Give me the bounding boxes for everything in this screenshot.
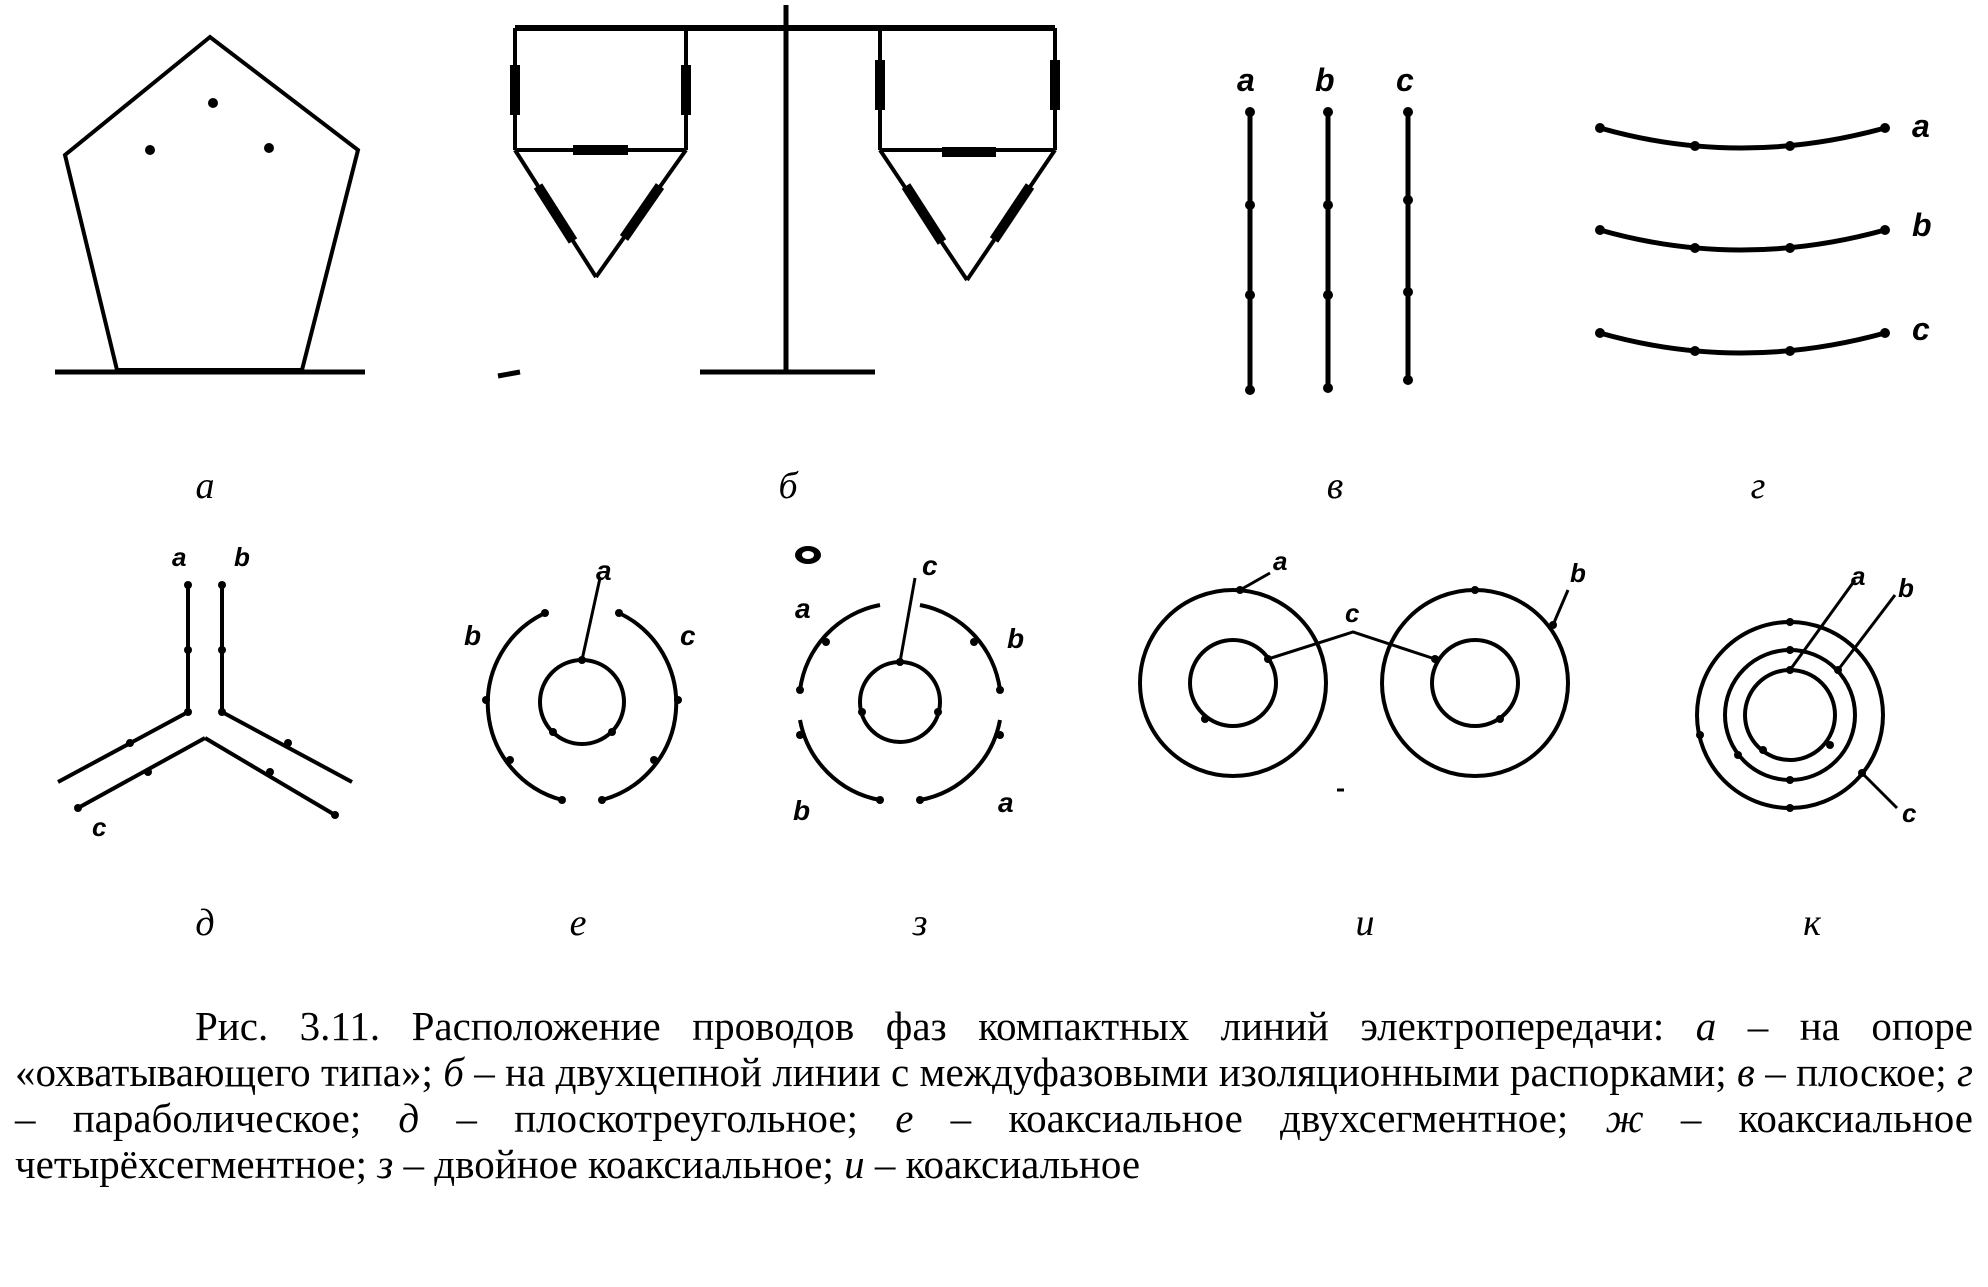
caption-text-i: – коаксиальное bbox=[864, 1141, 1141, 1187]
caption-key-g: г bbox=[1957, 1049, 1974, 1095]
panel-v-wire-a: a bbox=[1237, 62, 1255, 98]
panel-k-wire-c: c bbox=[1902, 798, 1917, 828]
panel-z-wire-a1: a bbox=[795, 593, 811, 624]
panel-e-wire-c: c bbox=[680, 620, 696, 651]
caption-key-zh: ж bbox=[1605, 1095, 1644, 1141]
panel-z-label: з bbox=[912, 902, 928, 944]
panel-z-diagram bbox=[795, 546, 1004, 804]
panel-g-label: г bbox=[1751, 465, 1766, 507]
panel-b-diagram bbox=[497, 5, 1060, 379]
panel-e-label: е bbox=[570, 902, 587, 944]
caption-key-b: б bbox=[443, 1049, 464, 1095]
caption-prefix: Рис. 3.11. Расположение проводов фаз ком… bbox=[195, 1003, 1696, 1049]
panel-g-wire-a: a bbox=[1912, 108, 1930, 144]
caption-key-a: а bbox=[1695, 1003, 1717, 1049]
panel-i-label: и bbox=[1356, 902, 1375, 944]
panel-v-wire-c: c bbox=[1396, 62, 1414, 98]
caption-text-zh: – коаксиальное четырёхсегментное; bbox=[15, 1095, 1973, 1187]
caption-key-i: и bbox=[844, 1141, 865, 1187]
figure-drawing: а б a b c bbox=[55, 5, 1932, 944]
panel-d-diagram bbox=[57, 581, 353, 819]
panel-z-wire-b1: b bbox=[1007, 623, 1024, 654]
panel-a-label: а bbox=[196, 465, 215, 507]
caption-text-g: – параболическое; bbox=[15, 1095, 399, 1141]
panel-v-label: в bbox=[1327, 465, 1344, 507]
panel-k-diagram bbox=[1695, 579, 1899, 812]
panel-a-diagram bbox=[55, 34, 365, 375]
panel-e-wire-a: a bbox=[596, 555, 612, 586]
panel-v-diagram bbox=[1245, 107, 1413, 395]
panel-g-diagram bbox=[1595, 123, 1890, 356]
panel-k-wire-b: b bbox=[1898, 573, 1914, 603]
panel-k-label: к bbox=[1803, 902, 1822, 944]
panel-d-wire-b: b bbox=[234, 542, 250, 572]
panel-k-wire-a: a bbox=[1851, 561, 1865, 591]
panel-i-wire-b: b bbox=[1570, 558, 1586, 588]
panel-d-wire-c: c bbox=[92, 812, 107, 842]
panel-i-wire-a: a bbox=[1273, 546, 1287, 576]
caption-text-v: – плоское; bbox=[1754, 1049, 1958, 1095]
panel-z-wire-c: c bbox=[922, 550, 938, 581]
panel-e-wire-b: b bbox=[464, 620, 481, 651]
panel-v-wire-b: b bbox=[1315, 62, 1335, 98]
caption-text-z: – двойное коаксиальное; bbox=[393, 1141, 845, 1187]
caption-text-e: – коаксиальное двухсегментное; bbox=[913, 1095, 1606, 1141]
caption-key-v: в bbox=[1737, 1049, 1755, 1095]
panel-d-wire-a: a bbox=[172, 542, 186, 572]
panel-e-diagram bbox=[482, 577, 682, 804]
panel-z-wire-a2: a bbox=[998, 787, 1014, 818]
caption-key-d: д bbox=[398, 1095, 420, 1141]
figure-caption: Рис. 3.11. Расположение проводов фаз ком… bbox=[15, 1003, 1973, 1187]
caption-text-b: – на двухцепной линии с междуфазовыми из… bbox=[463, 1049, 1737, 1095]
panel-d-label: д bbox=[195, 902, 214, 944]
panel-i-diagram bbox=[1138, 571, 1570, 792]
caption-text-a: – на опоре «охватывающего типа»; bbox=[15, 1003, 1974, 1095]
panel-b-label: б bbox=[778, 465, 799, 507]
panel-z-wire-b2: b bbox=[793, 795, 810, 826]
caption-key-z: з bbox=[377, 1141, 394, 1187]
panel-g-wire-c: c bbox=[1912, 311, 1930, 347]
panel-i-wire-c: c bbox=[1345, 598, 1360, 628]
panel-g-wire-b: b bbox=[1912, 207, 1932, 243]
caption-key-e: е bbox=[895, 1095, 914, 1141]
caption-text-d: – плоскотреугольное; bbox=[419, 1095, 896, 1141]
